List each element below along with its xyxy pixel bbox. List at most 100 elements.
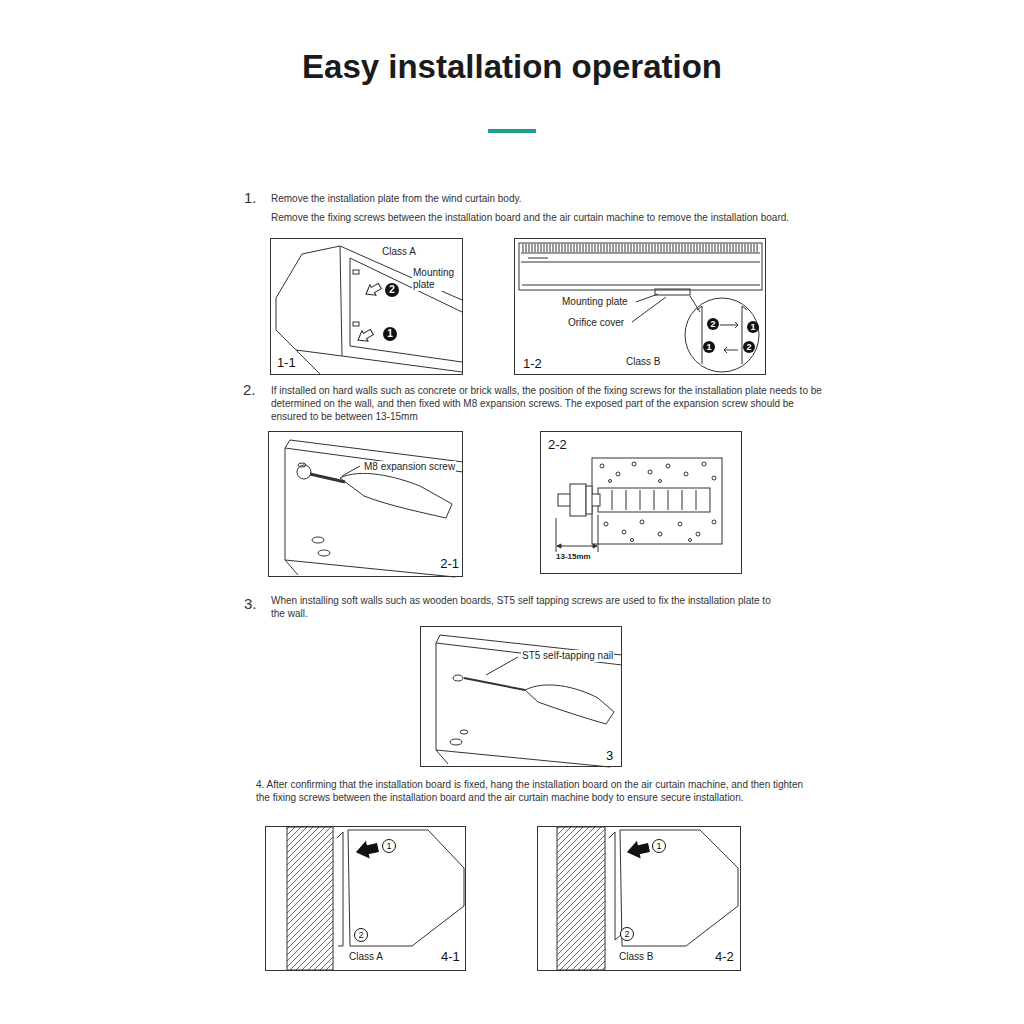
air-curtain-front-part (697, 306, 747, 364)
air-curtain-perspective-part (353, 270, 359, 274)
air-curtain-perspective-part (296, 246, 462, 374)
figure-number: 3 (605, 748, 614, 763)
air-curtain-front-part (655, 289, 690, 295)
wall-hanging-class-a-part (337, 832, 343, 946)
expansion-screw-section-part (696, 532, 700, 536)
wall-hanging-class-a (287, 827, 464, 970)
expansion-screw-section-part (598, 488, 710, 512)
mounting-plate-wrench-part (340, 473, 452, 518)
expansion-screw-section-part (616, 472, 620, 476)
callout-number: 2 (385, 283, 399, 297)
figure-panel: Class A Mounting plate 2 1 1-1 (270, 238, 463, 375)
step-number: 2. (243, 381, 256, 399)
expansion-screw-section-part (689, 539, 692, 542)
mounting-plate-screwdriver-part (436, 635, 622, 665)
expansion-screw-section-part (712, 476, 716, 480)
wall-hanging-class-a-part (287, 827, 333, 970)
part-label: Class B (618, 951, 654, 963)
air-curtain-perspective-part (363, 281, 383, 299)
air-curtain-perspective-part (276, 246, 342, 356)
callout-number: 2 (743, 341, 755, 353)
part-label: Mounting plate (412, 267, 460, 291)
wall-hanging-class-a-part (348, 830, 464, 946)
part-label: Mounting plate (561, 296, 629, 308)
expansion-screw-section-part (612, 490, 696, 510)
mounting-plate-wrench-part (318, 550, 330, 556)
wall-hanging-class-b-part (620, 830, 738, 946)
expansion-screw-section-part (631, 539, 634, 542)
wall-hanging-class-a-part (355, 840, 379, 860)
air-curtain-perspective-part (355, 327, 375, 345)
expansion-screw-section-part (556, 515, 598, 552)
part-label: Orifice cover (567, 317, 625, 329)
step-text: When installing soft walls such as woode… (271, 594, 781, 620)
expansion-screw-section-part (702, 462, 706, 466)
mounting-plate-screwdriver-part (453, 675, 463, 681)
part-label: Class B (625, 356, 661, 368)
mounting-plate-wrench (285, 440, 463, 577)
mounting-plate-screwdriver-part (450, 739, 462, 745)
step-number: 3. (244, 595, 257, 613)
expansion-screw-section-part (712, 520, 716, 524)
air-curtain-perspective-part (350, 258, 462, 362)
part-label: Class A (381, 246, 417, 258)
mounting-plate-wrench-part (342, 466, 360, 476)
expansion-screw-section-part (658, 532, 662, 536)
callout-number: 2 (707, 318, 719, 330)
air-curtain-front-part (521, 253, 760, 285)
figure-number: 2-2 (547, 437, 568, 452)
step-text: Remove the installation plate from the w… (271, 192, 816, 205)
expansion-screw-section-part (557, 544, 597, 548)
expansion-screw-section-part (648, 470, 652, 474)
expansion-screw-section-part (684, 472, 688, 476)
air-curtain-front-part (720, 322, 738, 353)
step-number: 1. (244, 189, 257, 207)
air-curtain-perspective (276, 246, 462, 374)
expansion-screw-section-part (622, 530, 626, 534)
part-label: 13-15mm (555, 552, 592, 561)
wall-hanging-class-b-part (626, 840, 650, 860)
expansion-screw-section-part (678, 522, 682, 526)
figure-panel: 2-2 13-15mm (540, 431, 742, 574)
figure-number: 1-2 (522, 356, 543, 371)
air-curtain-front-part (521, 244, 759, 252)
title-underline (488, 129, 536, 133)
mounting-plate-wrench-part (312, 537, 324, 543)
expansion-screw-section-part (600, 464, 604, 468)
mounting-plate-wrench-part (297, 465, 311, 479)
step-text: Remove the fixing screws between the ins… (271, 211, 811, 224)
callout-number: 1 (652, 839, 666, 853)
callout-number: 2 (354, 928, 368, 942)
figure-panel: 1 2Class A 4-1 (265, 826, 466, 971)
callout-number: 1 (383, 327, 397, 341)
air-curtain-front-part (519, 243, 762, 290)
expansion-screw-section-part (586, 486, 592, 514)
figure-panel: 1 2Class B 4-2 (537, 826, 741, 971)
expansion-screw-section (556, 458, 722, 552)
part-label: Class A (348, 951, 384, 963)
figure-number: 4-1 (440, 949, 461, 964)
callout-number: 1 (382, 839, 396, 853)
expansion-screw-section-part (666, 464, 670, 468)
wall-hanging-class-b (557, 827, 738, 970)
part-label: ST5 self-tapping nail (521, 650, 614, 662)
air-curtain-front-part (685, 298, 759, 372)
part-label: M8 expansion screw (363, 461, 456, 473)
figure-panel: Mounting plateOrifice cover21121-2Class … (514, 238, 766, 375)
air-curtain-perspective-part (353, 322, 359, 326)
figure-number: 1-1 (276, 355, 297, 370)
mounting-plate-screwdriver-part (460, 730, 468, 734)
callout-number: 2 (620, 927, 634, 941)
expansion-screw-section-part (609, 480, 612, 483)
mounting-plate-screwdriver-part (486, 657, 518, 675)
figure-panel: ST5 self-tapping nail 3 (420, 626, 622, 767)
figure-number: 4-2 (714, 949, 735, 964)
step-text: 4. After confirming that the installatio… (256, 778, 804, 804)
mounting-plate-screwdriver (436, 635, 622, 767)
expansion-screw-section-part (592, 458, 722, 544)
expansion-screw-section-part (570, 484, 586, 516)
callout-number: 1 (703, 341, 715, 353)
